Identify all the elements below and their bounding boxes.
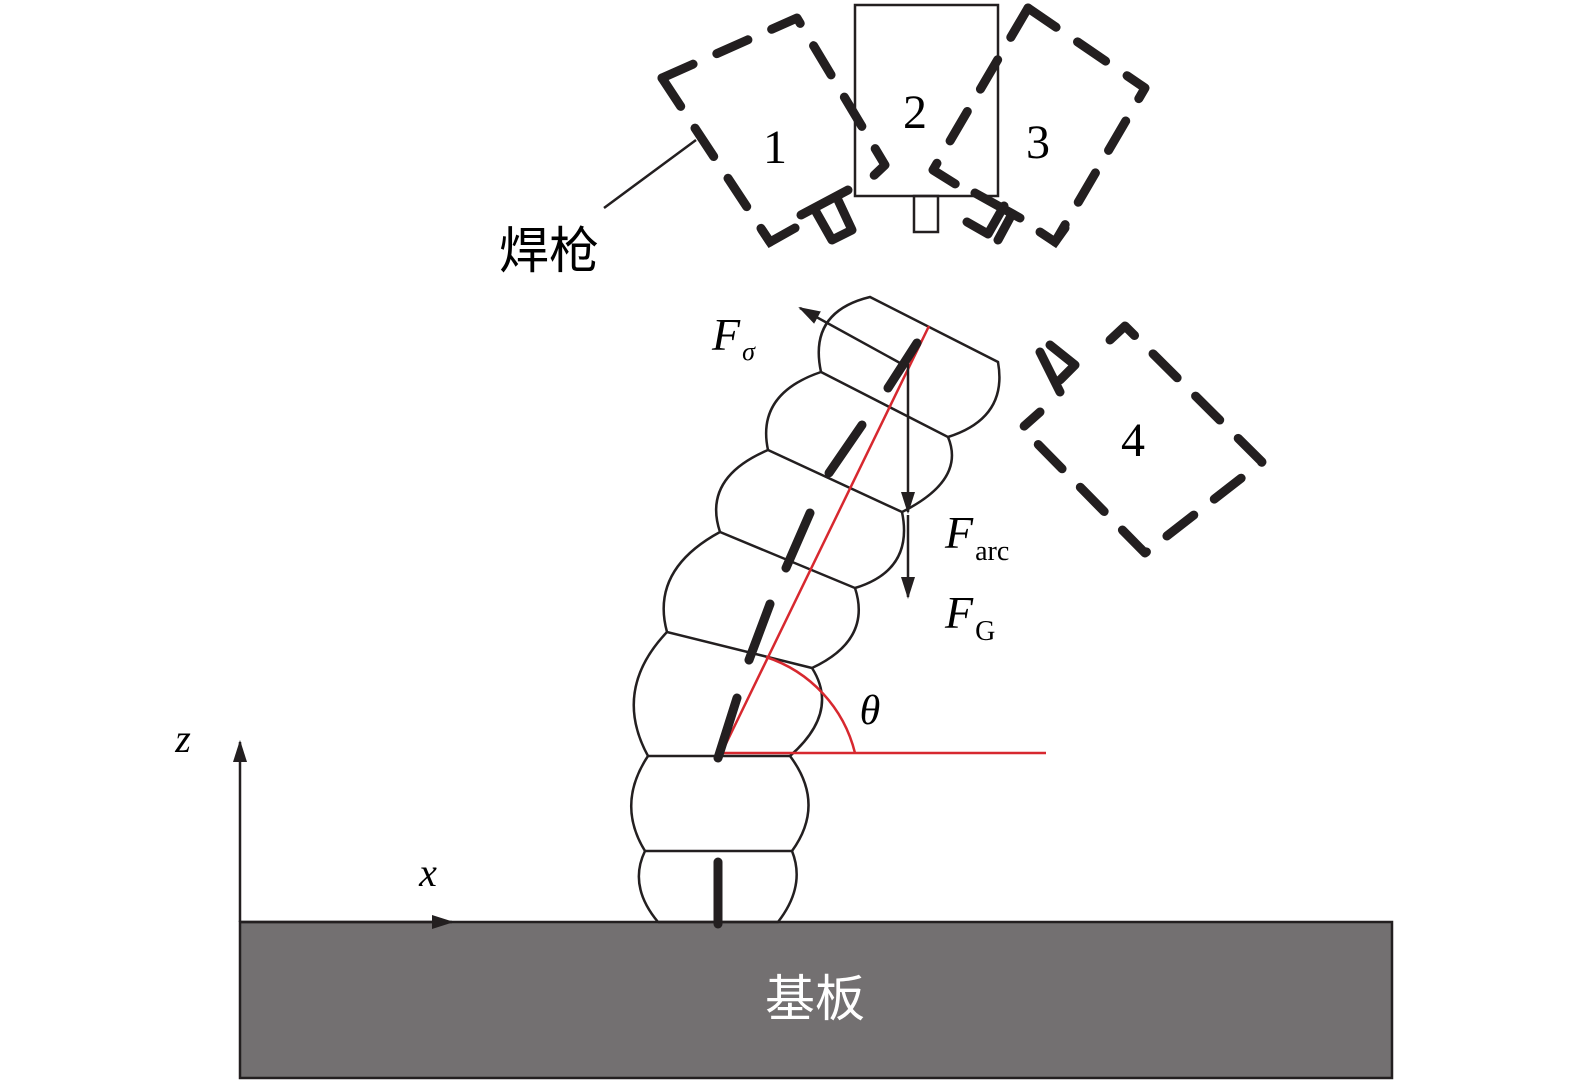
torch-3-nozzle [962, 188, 1025, 245]
torch-2-nozzle [912, 194, 940, 234]
torch-position-4: 4 [1017, 321, 1267, 558]
torch-position-2: 2 [853, 3, 1000, 234]
substrate [238, 920, 1394, 1080]
layer-4 [662, 530, 860, 670]
layer-5 [714, 448, 906, 590]
torch-4-nozzle [1035, 340, 1080, 397]
deposited-layers [629, 295, 1001, 924]
torch-position-3: 3 [928, 3, 1150, 249]
layer-2 [629, 754, 810, 852]
svg-text:4: 4 [1121, 414, 1145, 467]
svg-text:1: 1 [763, 121, 787, 174]
f-sigma-label: Fσ [711, 309, 756, 366]
layer-1 [637, 849, 798, 924]
theta-label: θ [860, 688, 881, 734]
f-g-label: FG [944, 587, 995, 647]
svg-text:3: 3 [1026, 116, 1050, 169]
inclination-line [718, 325, 931, 757]
theta-arc [765, 655, 857, 754]
x-axis-label: x [418, 850, 437, 895]
torch-leader-line [603, 138, 697, 210]
f-arc-label: Farc [944, 507, 1009, 567]
layer-7 [817, 295, 1001, 439]
svg-text:2: 2 [903, 86, 927, 139]
layer-centerline-marks [713, 338, 922, 929]
torch-position-1: 1 [657, 13, 890, 248]
torch-label: 焊枪 [499, 223, 599, 279]
substrate-label: 基板 [765, 971, 865, 1027]
torch-1-nozzle [796, 185, 857, 245]
layer-3 [632, 630, 824, 757]
z-axis-label: z [174, 716, 191, 761]
layer-6 [764, 370, 954, 514]
f-sigma-arrow [798, 306, 901, 365]
